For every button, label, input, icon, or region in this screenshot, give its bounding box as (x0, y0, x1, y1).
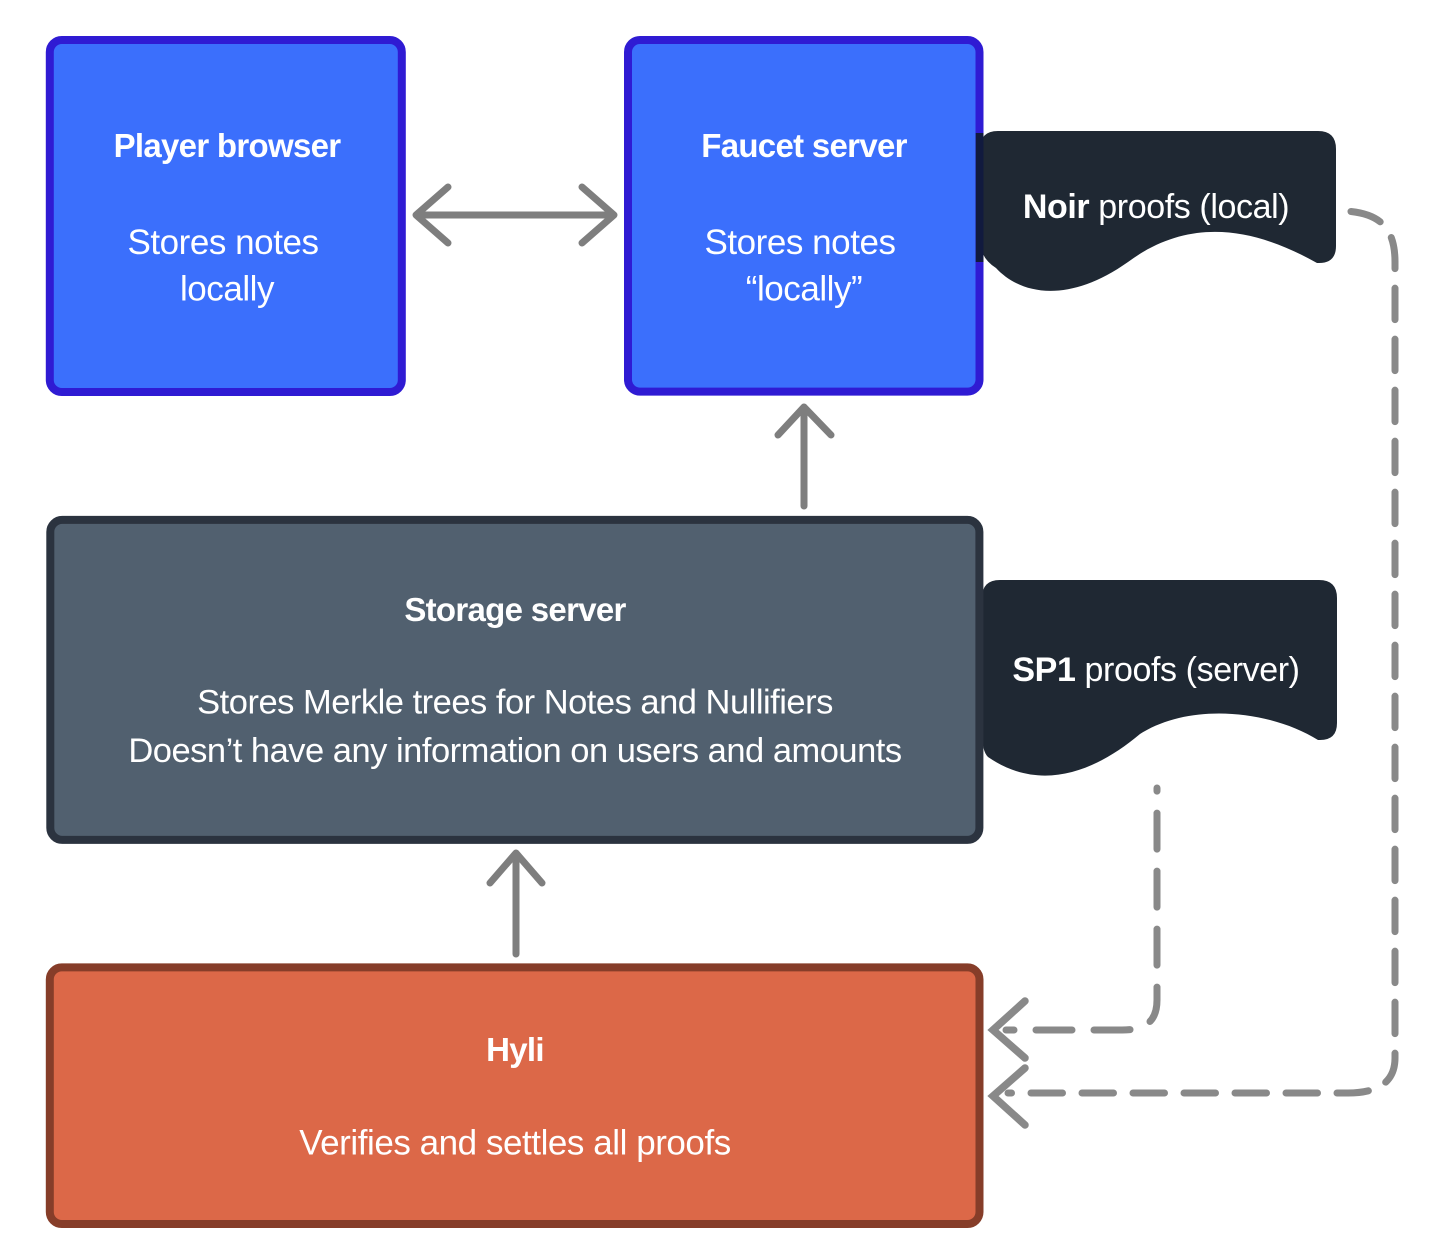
svg-text:Stores notes: Stores notes (704, 223, 895, 262)
svg-text:Verifies and settles all proof: Verifies and settles all proofs (299, 1124, 731, 1163)
svg-text:SP1 proofs (server): SP1 proofs (server) (1012, 651, 1299, 689)
svg-text:Noir proofs (local): Noir proofs (local) (1023, 188, 1289, 226)
svg-text:Faucet server: Faucet server (701, 127, 907, 164)
svg-text:Player browser: Player browser (114, 127, 342, 164)
svg-text:Hyli: Hyli (486, 1031, 544, 1068)
svg-text:“locally”: “locally” (746, 270, 863, 309)
svg-text:Doesn’t have any information o: Doesn’t have any information on users an… (128, 732, 901, 770)
svg-text:locally: locally (180, 270, 275, 309)
svg-text:Storage server: Storage server (404, 591, 626, 628)
svg-text:Stores Merkle trees for Notes: Stores Merkle trees for Notes and Nullif… (197, 684, 833, 722)
svg-text:Stores notes: Stores notes (127, 223, 318, 262)
